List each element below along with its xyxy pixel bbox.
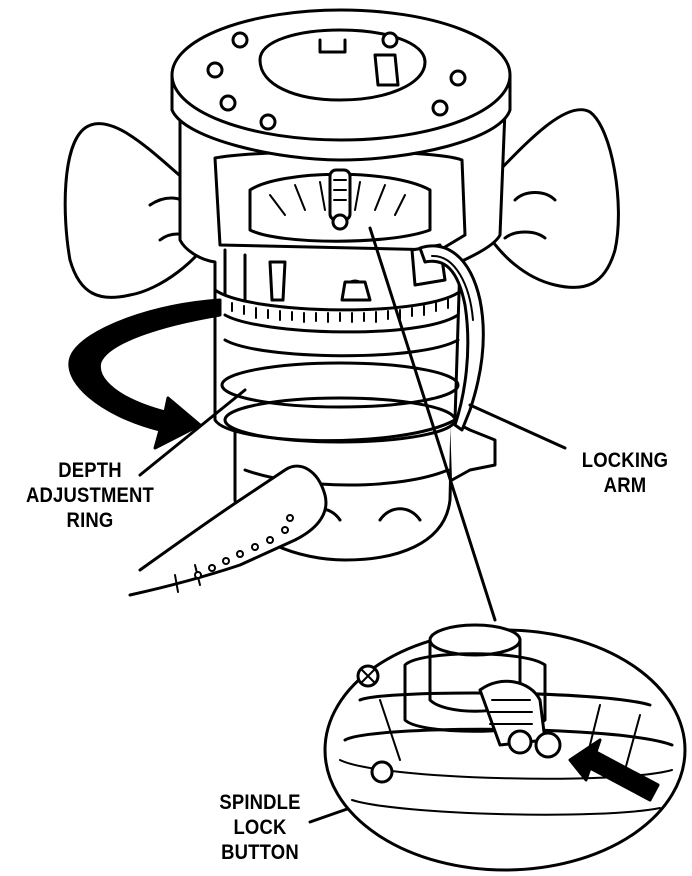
depth-adjustment-ring-label: DEPTH ADJUSTMENT RING bbox=[25, 459, 155, 532]
locking-arm bbox=[418, 244, 485, 432]
spindle-detail-inset bbox=[323, 623, 687, 872]
spindle-lock-button-label: SPINDLE LOCK BUTTON bbox=[219, 791, 301, 864]
push-arrow-icon bbox=[568, 738, 660, 802]
power-cord bbox=[128, 464, 328, 597]
screw-icon bbox=[361, 669, 375, 683]
right-handle bbox=[483, 108, 620, 289]
top-plate bbox=[170, 8, 512, 162]
locking-arm-label: LOCKING ARM bbox=[581, 449, 669, 497]
rotation-arrow-icon bbox=[68, 298, 222, 450]
depth-scale-ring bbox=[213, 288, 464, 323]
